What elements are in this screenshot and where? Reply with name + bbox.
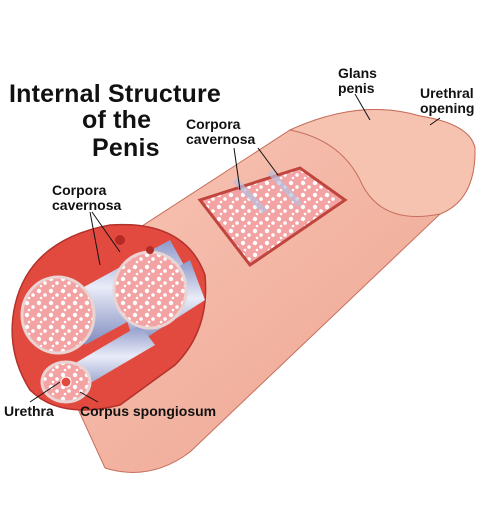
leader-lines [29,93,441,403]
title-line-3: Penis [92,134,160,162]
label-corpora-cavernosa-left: Corpora cavernosa [52,182,122,213]
label-glans-penis: Glans penis [338,65,377,96]
corpus-cavernosum-left-face [20,275,96,355]
urethra-lumen [60,376,72,388]
title-line-1: Internal Structure [9,80,221,108]
title-line-2: of the [82,106,152,134]
label-corpus-spongiosum: Corpus spongiosum [80,403,217,419]
label-urethral-opening: Urethral opening [420,85,475,116]
label-corpora-cavernosa-top: Corpora cavernosa [186,116,256,147]
label-urethra: Urethra [4,403,54,419]
corpus-cavernosum-right-face [112,250,188,330]
cutaway-top [197,166,348,268]
glans [288,109,476,217]
